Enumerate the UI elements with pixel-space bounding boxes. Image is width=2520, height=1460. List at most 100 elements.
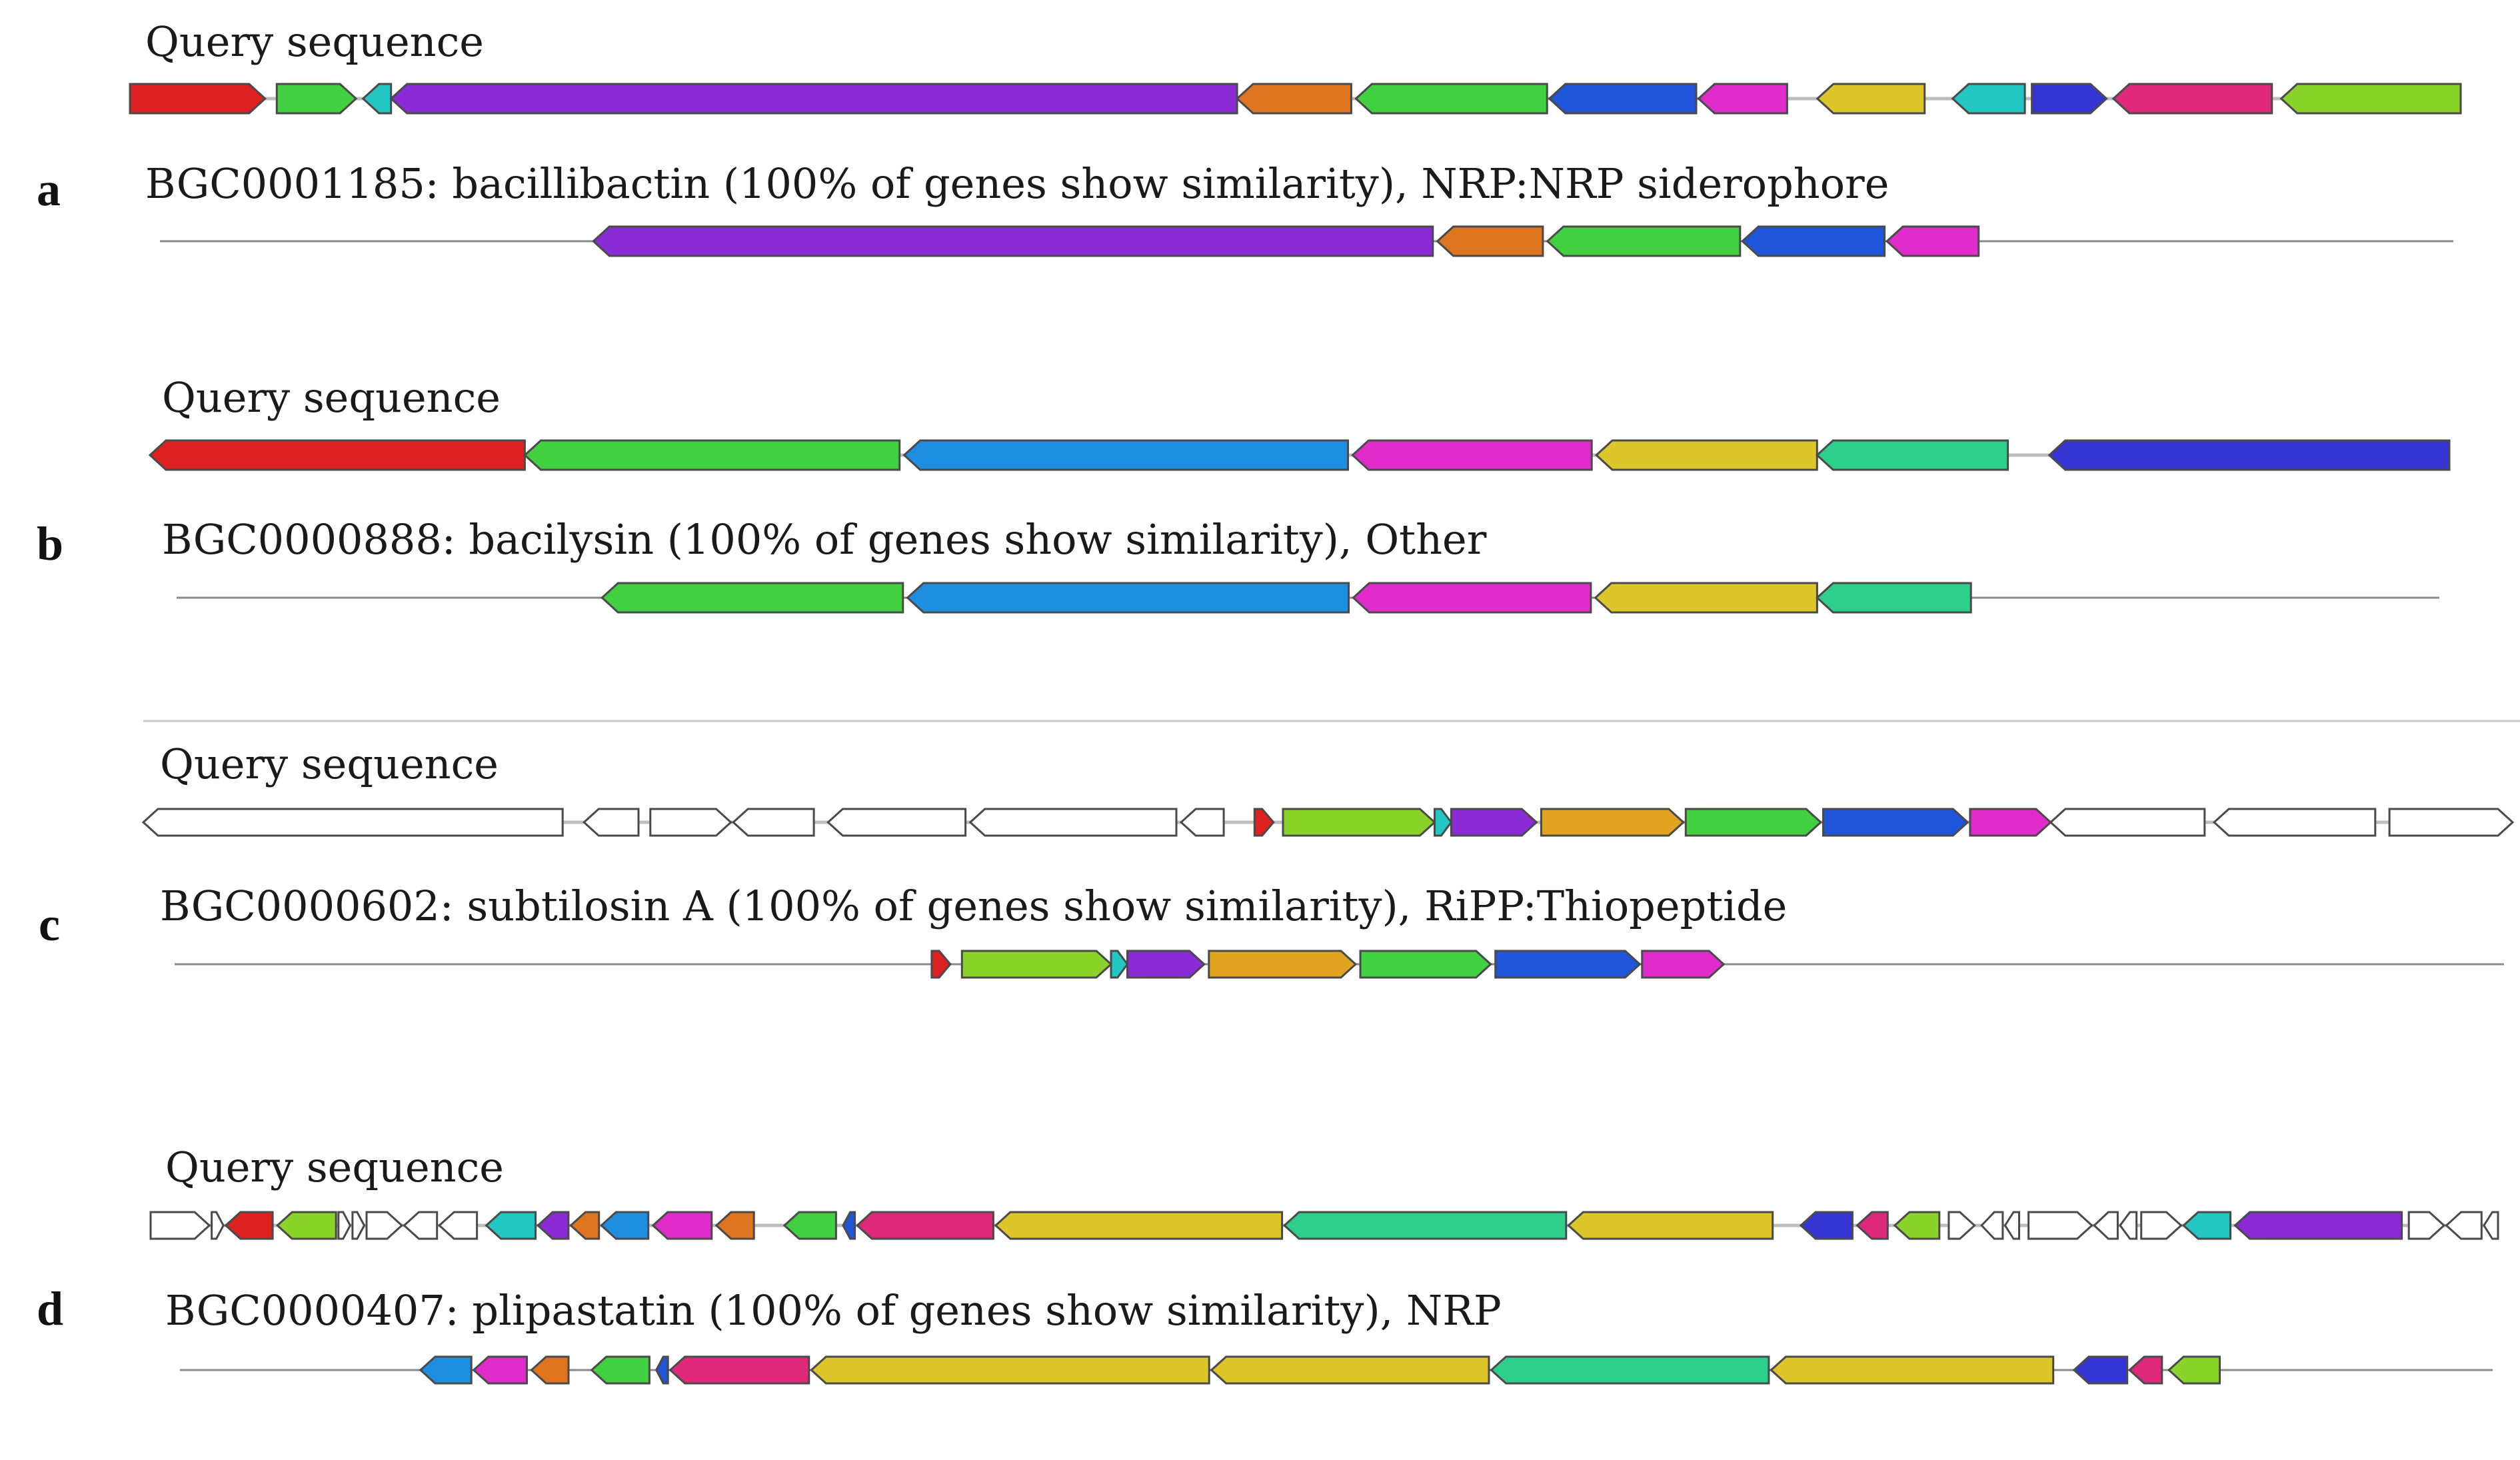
gene-arrow (1210, 1355, 1490, 1385)
gene-arrow (1856, 1211, 1889, 1240)
panel-b-letter: b (37, 517, 63, 570)
gene-arrow (2047, 439, 2451, 471)
gene-arrow (655, 1355, 669, 1385)
panel-c-reference-label: BGC0000602: subtilosin A (100% of genes … (160, 882, 1787, 930)
gene-arrow (437, 1211, 479, 1240)
panel-a-query-label: Query sequence (145, 17, 484, 66)
gene-arrow (1351, 439, 1593, 471)
panel-d-reference-track (180, 1355, 2493, 1385)
gene-arrow (810, 1355, 1210, 1385)
gene-arrow (994, 1211, 1284, 1240)
gene-arrow (826, 808, 967, 837)
gene-arrow (1822, 808, 1969, 837)
gene-arrow (1770, 1355, 2055, 1385)
gene-arrow (2031, 83, 2108, 115)
gene-arrow (211, 1211, 225, 1240)
gene-arrow (2212, 808, 2377, 837)
panel-c-letter: c (39, 898, 60, 951)
gene-arrow (1816, 83, 1926, 115)
gene-arrow (902, 439, 1349, 471)
gene-arrow (1816, 582, 1972, 614)
gene-arrow (1354, 83, 1548, 115)
gene-arrow (1594, 582, 1818, 614)
gene-arrow (275, 83, 358, 115)
gene-arrow (930, 950, 952, 979)
gene-arrow (472, 1355, 528, 1385)
gene-arrow (906, 582, 1350, 614)
panel-b: b Query sequence BGC0000888: bacilysin (… (37, 373, 2451, 614)
gene-arrow (1816, 439, 2009, 471)
gene-arrow (569, 1211, 601, 1240)
gene-arrow (1641, 950, 1726, 979)
gene-arrow (337, 1211, 352, 1240)
panel-d-letter: d (37, 1282, 63, 1335)
gene-arrow (361, 83, 393, 115)
gene-arrow (365, 1211, 404, 1240)
panel-b-query-track (148, 439, 2451, 471)
panel-d-reference-label: BGC0000407: plipastatin (100% of genes s… (165, 1286, 1502, 1335)
gene-arrow (1980, 1211, 2004, 1240)
gene-arrow (649, 808, 732, 837)
gene-arrow (2003, 1211, 2020, 1240)
gene-arrow (731, 808, 815, 837)
panel-a-reference-label: BGC0001185: bacillibactin (100% of genes… (145, 159, 1889, 208)
gene-arrow (275, 1211, 337, 1240)
gene-arrow (1885, 225, 1980, 257)
gene-arrow (782, 1211, 837, 1240)
gene-arrow (2483, 1211, 2499, 1240)
gene-arrow (582, 808, 640, 837)
gene-arrow (592, 225, 1434, 257)
gene-arrow (403, 1211, 439, 1240)
panel-a-query-track (129, 83, 2462, 115)
gene-arrow (1208, 950, 1358, 979)
gene-arrow (1436, 225, 1544, 257)
gene-arrow (968, 808, 1178, 837)
gene-arrow (1179, 808, 1225, 837)
gene-arrow (1126, 950, 1206, 979)
gene-arrow (2027, 1211, 2093, 1240)
gene-arrow (2233, 1211, 2403, 1240)
panel-a-letter: a (37, 163, 61, 216)
panel-b-query-label: Query sequence (162, 373, 501, 422)
gene-arrow (2049, 808, 2206, 837)
gene-arrow (1450, 808, 1538, 837)
gene-arrow (148, 439, 526, 471)
gene-arrow (668, 1355, 810, 1385)
gene-arrow (1951, 83, 2026, 115)
gene-arrow (601, 582, 904, 614)
panel-c: c Query sequence BGC0000602: subtilosin … (39, 740, 2515, 979)
panel-b-reference-track (177, 582, 2439, 614)
gene-arrow (1282, 1211, 1568, 1240)
gene-arrow (1253, 808, 1275, 837)
gene-arrow (419, 1355, 473, 1385)
gene-arrow (2167, 1355, 2221, 1385)
gene-arrow (1434, 808, 1453, 837)
gene-arrow (129, 83, 267, 115)
gene-arrow (855, 1211, 994, 1240)
panel-d-query-track (149, 1211, 2499, 1240)
gene-arrow (714, 1211, 755, 1240)
gene-arrow (2407, 1211, 2446, 1240)
gene-arrow (1969, 808, 2053, 837)
gene-arrow (1110, 950, 1129, 979)
gene-arrow (536, 1211, 570, 1240)
gene-arrow (1235, 83, 1352, 115)
gene-arrow (2111, 83, 2273, 115)
gene-arrow (1799, 1211, 1854, 1240)
panel-d: d Query sequence BGC0000407: plipastatin… (37, 1143, 2499, 1385)
gene-arrow (2388, 808, 2515, 837)
panel-a-reference-track (160, 225, 2453, 257)
gene-arrow (2140, 1211, 2183, 1240)
gene-arrow (141, 808, 564, 837)
gene-arrow (351, 1211, 366, 1240)
gene-arrow (2127, 1355, 2163, 1385)
panel-a: a Query sequence BGC0001185: bacillibact… (37, 17, 2462, 257)
gene-arrow (590, 1355, 650, 1385)
gene-arrow (1282, 808, 1436, 837)
panel-c-query-label: Query sequence (160, 740, 499, 788)
gene-arrow (1494, 950, 1642, 979)
gene-arrow (1697, 83, 1788, 115)
panel-c-query-track (141, 808, 2515, 837)
gene-arrow (2181, 1211, 2231, 1240)
